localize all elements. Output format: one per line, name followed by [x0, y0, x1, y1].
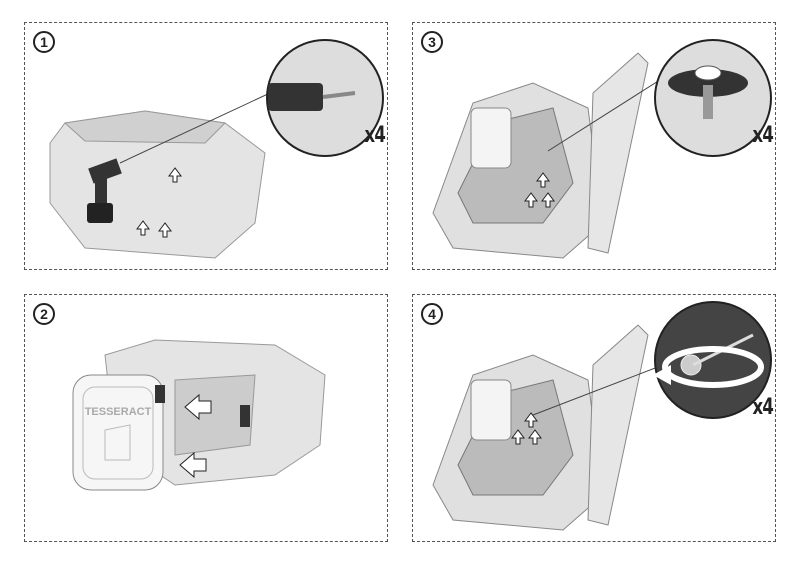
quantity-label: x4 — [752, 123, 774, 148]
step-3-panel: 3 x4 — [412, 22, 776, 270]
quantity-label: x4 — [364, 123, 386, 148]
lid-placement-illustration: TESSERACT — [72, 339, 326, 491]
step-2-panel: TESSERACT 2 — [24, 294, 388, 542]
step-number: 3 — [421, 31, 443, 53]
step-4-panel: 4 x4 — [412, 294, 776, 542]
step-1-panel: 1 x4 — [24, 22, 388, 270]
step-number: 1 — [33, 31, 55, 53]
step-number: 2 — [33, 303, 55, 325]
product-logo-text: TESSERACT — [85, 406, 152, 418]
nut-tightening-illustration — [432, 301, 772, 531]
step-number: 4 — [421, 303, 443, 325]
drilling-illustration — [49, 39, 384, 259]
quantity-label: x4 — [752, 395, 774, 420]
bolt-insertion-illustration — [432, 39, 772, 259]
